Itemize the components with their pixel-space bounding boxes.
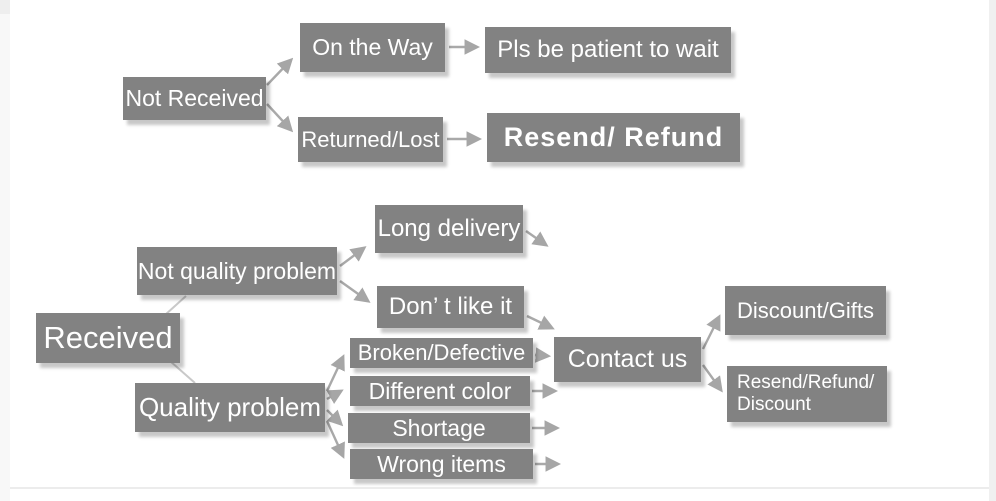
edge-qp-broken-defective [325, 354, 345, 392]
node-returned-lost: Returned/Lost [298, 117, 443, 162]
edge-received-quality-problem [169, 360, 196, 384]
edge-long-delivery-contact [525, 230, 549, 247]
node-different-color: Different color [350, 376, 530, 406]
node-on-the-way: On the Way [300, 23, 445, 72]
node-resend-refund-discount-line2: Discount [737, 394, 811, 415]
node-pls-be-patient: Pls be patient to wait [485, 27, 731, 73]
edge-not-received-on-the-way [266, 57, 294, 86]
edge-dont-like-contact [526, 314, 555, 330]
page-edge-left [0, 0, 10, 501]
node-resend-refund: Resend/ Refund [487, 113, 740, 162]
edge-qp-shortage [326, 409, 344, 427]
edge-nqp-dont-like-it [339, 280, 371, 303]
node-wrong-items: Wrong items [350, 449, 533, 479]
node-long-delivery: Long delivery [375, 205, 523, 253]
node-received: Received [36, 313, 180, 363]
node-resend-refund-discount: Resend/Refund/ Discount [727, 366, 887, 422]
node-quality-problem: Quality problem [135, 383, 325, 432]
node-resend-refund-discount-line1: Resend/Refund/ [737, 371, 875, 393]
edge-qp-different-color [326, 389, 344, 404]
node-dont-like-it: Don’ t like it [377, 286, 524, 328]
edge-contact-discount-gifts [701, 314, 721, 350]
page-edge-corner [0, 0, 10, 14]
node-not-quality-problem: Not quality problem [137, 247, 337, 295]
node-contact-us: Contact us [554, 337, 701, 382]
node-shortage: Shortage [348, 413, 530, 443]
node-not-received: Not Received [123, 77, 266, 120]
edge-nqp-long-delivery [339, 246, 367, 267]
edge-contact-resend-discount [702, 364, 723, 393]
node-broken-defective: Broken/Defective [350, 338, 533, 368]
node-discount-gifts: Discount/Gifts [725, 286, 886, 335]
page-edge-right [989, 0, 996, 501]
page-edge-bottom [10, 487, 989, 489]
edge-broken-contact [534, 347, 552, 363]
edge-not-received-returned-lost [266, 103, 294, 133]
edge-qp-wrong-items [325, 420, 345, 459]
